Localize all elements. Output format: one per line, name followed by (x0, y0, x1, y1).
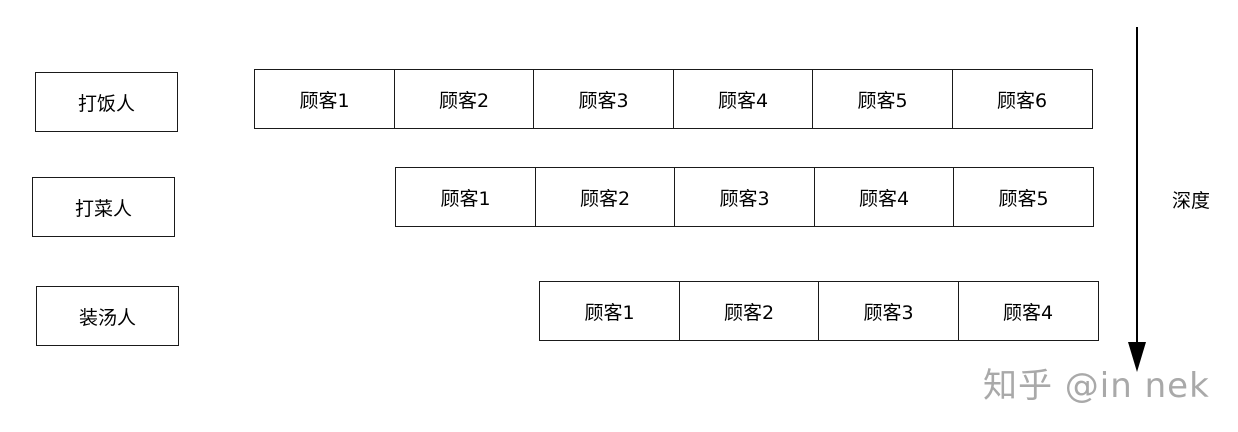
customer-cell: 顾客4 (672, 69, 814, 129)
customer-cell: 顾客2 (534, 167, 676, 227)
role-label: 打饭人 (77, 92, 135, 115)
customer-cell: 顾客1 (395, 167, 536, 227)
customer-cell: 顾客3 (533, 69, 674, 129)
role-box-serve-rice: 打饭人 (35, 72, 178, 132)
customer-cell: 顾客6 (951, 69, 1093, 129)
customer-row-rice: 顾客1 顾客2 顾客3 顾客4 顾客5 顾客6 (254, 69, 1093, 129)
customer-cell: 顾客1 (254, 69, 395, 129)
customer-cell: 顾客5 (953, 167, 1094, 227)
depth-arrow-line (1136, 27, 1138, 357)
customer-cell: 顾客2 (393, 69, 535, 129)
customer-cell: 顾客4 (813, 167, 955, 227)
customer-cell: 顾客2 (678, 281, 820, 341)
role-label: 打菜人 (74, 197, 132, 220)
customer-cell: 顾客3 (818, 281, 959, 341)
depth-arrow-head-icon (1128, 342, 1146, 372)
role-label: 装汤人 (78, 306, 136, 329)
customer-cell: 顾客4 (957, 281, 1099, 341)
customer-cell: 顾客1 (539, 281, 680, 341)
customer-row-dish: 顾客1 顾客2 顾客3 顾客4 顾客5 (395, 167, 1094, 227)
role-box-serve-soup: 装汤人 (36, 286, 179, 346)
customer-cell: 顾客5 (812, 69, 953, 129)
watermark: 知乎 @in nek (983, 366, 1210, 406)
customer-cell: 顾客3 (674, 167, 815, 227)
customer-row-soup: 顾客1 顾客2 顾客3 顾客4 (539, 281, 1099, 341)
role-box-serve-dish: 打菜人 (32, 177, 175, 237)
depth-label: 深度 (1172, 190, 1211, 212)
